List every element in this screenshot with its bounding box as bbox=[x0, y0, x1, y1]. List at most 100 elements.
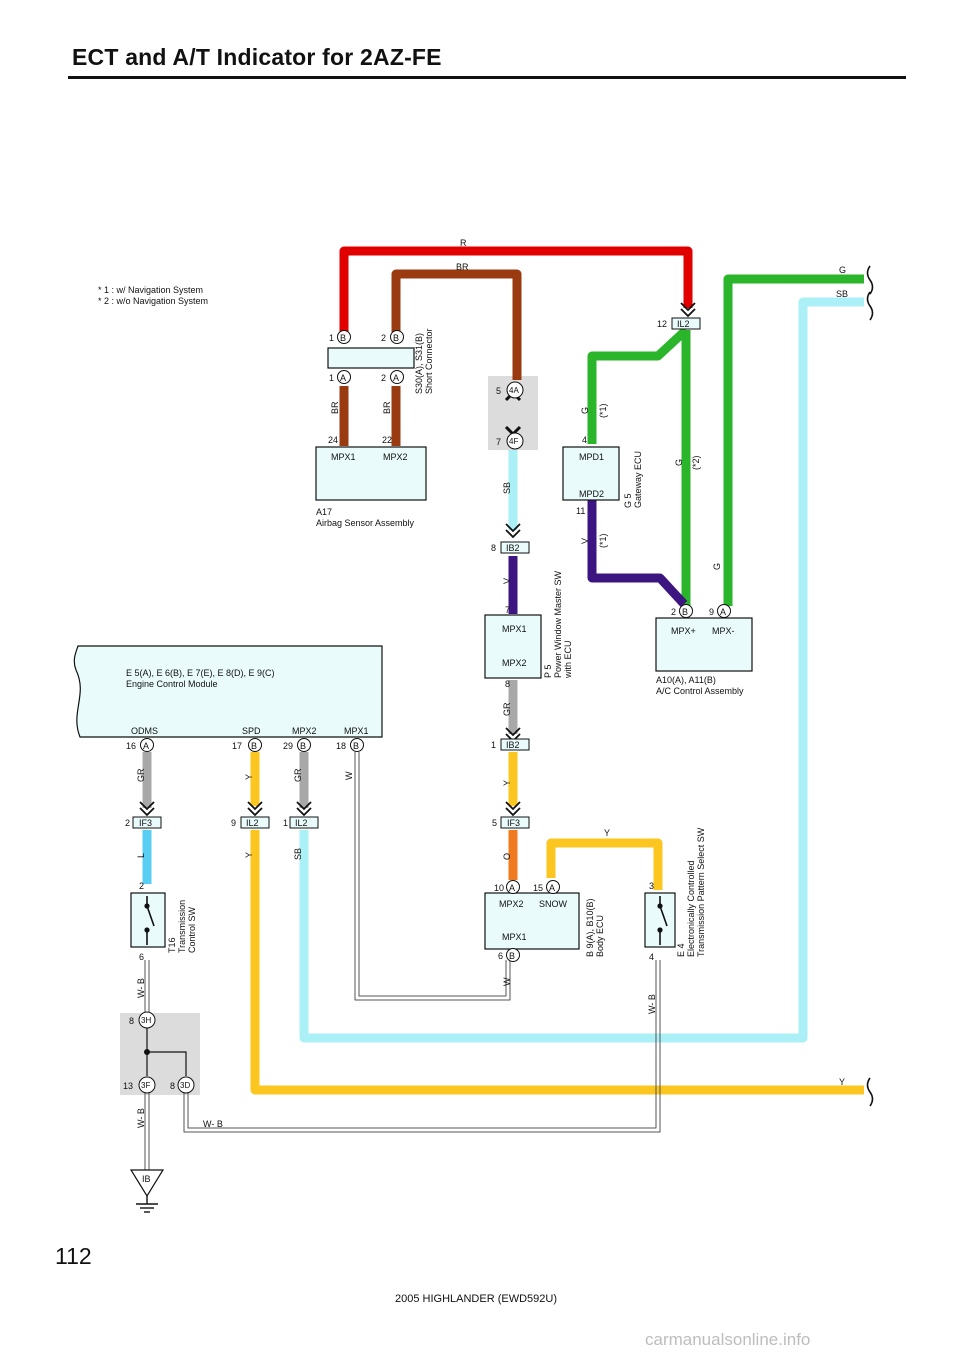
svg-text:IB2: IB2 bbox=[506, 740, 520, 750]
svg-text:2: 2 bbox=[139, 881, 144, 891]
svg-text:MPX1: MPX1 bbox=[502, 932, 527, 942]
svg-text:1: 1 bbox=[283, 818, 288, 828]
svg-text:8: 8 bbox=[505, 679, 510, 689]
gateway-ecu-box bbox=[562, 446, 620, 501]
svg-text:MPX-: MPX- bbox=[712, 626, 735, 636]
vertical-component-labels: S30(A), S31(B) Short Connector G 5 Gatew… bbox=[167, 328, 706, 957]
svg-text:15: 15 bbox=[533, 883, 543, 893]
svg-text:(*1): (*1) bbox=[598, 403, 608, 418]
svg-text:MPX2: MPX2 bbox=[292, 726, 317, 736]
svg-text:MPX1: MPX1 bbox=[344, 726, 369, 736]
ground-triangle bbox=[129, 1169, 165, 1198]
svg-text:V: V bbox=[502, 578, 512, 584]
svg-text:Short Connector: Short Connector bbox=[424, 328, 434, 394]
ground-icon bbox=[136, 1196, 158, 1213]
svg-text:S30(A), S31(B): S30(A), S31(B) bbox=[414, 333, 424, 394]
svg-text:IL2: IL2 bbox=[295, 818, 308, 828]
svg-text:A: A bbox=[720, 607, 726, 617]
power-window-box bbox=[484, 614, 542, 679]
svg-text:MPX2: MPX2 bbox=[499, 899, 524, 909]
connector-tags: IL2 IB2 IB2 IF3 IL2 IL2 IF3 bbox=[132, 317, 701, 829]
svg-text:A10(A), A11(B): A10(A), A11(B) bbox=[656, 675, 716, 685]
svg-text:18: 18 bbox=[336, 741, 346, 751]
svg-text:BR: BR bbox=[456, 262, 469, 272]
svg-text:24: 24 bbox=[328, 435, 338, 445]
svg-text:16: 16 bbox=[126, 741, 136, 751]
wire-wb-e4 bbox=[183, 960, 661, 1133]
svg-text:Airbag Sensor Assembly: Airbag Sensor Assembly bbox=[316, 518, 415, 528]
wire-g-g5 bbox=[587, 326, 690, 444]
svg-text:4: 4 bbox=[649, 952, 654, 962]
wire-y-snow bbox=[546, 838, 663, 890]
footer-model: 2005 HIGHLANDER (EWD592U) bbox=[395, 1293, 557, 1305]
svg-text:1: 1 bbox=[329, 333, 334, 343]
svg-text:10: 10 bbox=[494, 883, 504, 893]
svg-text:A: A bbox=[393, 373, 399, 383]
svg-text:2: 2 bbox=[125, 818, 130, 828]
svg-text:6: 6 bbox=[139, 952, 144, 962]
svg-text:B: B bbox=[393, 333, 399, 343]
wire-br-top bbox=[391, 269, 522, 380]
ecm-box bbox=[73, 645, 383, 738]
svg-text:V: V bbox=[580, 538, 590, 544]
component-labels: A17 Airbag Sensor Assembly A10(A), A11(B… bbox=[98, 285, 744, 696]
svg-text:4A: 4A bbox=[509, 386, 519, 395]
wire-g-right bbox=[723, 274, 864, 606]
svg-text:W: W bbox=[344, 771, 354, 780]
body-ecu-box bbox=[484, 892, 580, 950]
svg-text:R: R bbox=[460, 238, 467, 248]
t16-switch-box bbox=[130, 892, 166, 948]
svg-text:L: L bbox=[136, 853, 146, 858]
svg-text:IF3: IF3 bbox=[139, 818, 152, 828]
box-pin-names: MPX1 MPX2 MPD1 MPD2 MPX1 MPX2 MPX+ MPX- … bbox=[131, 452, 735, 942]
svg-text:Transmission: Transmission bbox=[177, 900, 187, 953]
ac-control-box bbox=[655, 617, 753, 672]
svg-text:1: 1 bbox=[329, 373, 334, 383]
svg-text:W- B: W- B bbox=[136, 978, 146, 998]
svg-text:Electronically Controlled: Electronically Controlled bbox=[686, 860, 696, 957]
svg-text:MPD1: MPD1 bbox=[579, 452, 604, 462]
svg-text:A/C Control Assembly: A/C Control Assembly bbox=[656, 686, 744, 696]
svg-text:B: B bbox=[509, 951, 515, 961]
svg-text:3H: 3H bbox=[141, 1016, 151, 1025]
wire-w-inner bbox=[358, 752, 507, 997]
svg-text:G: G bbox=[674, 459, 684, 466]
svg-text:A: A bbox=[549, 883, 555, 893]
page-title: ECT and A/T Indicator for 2AZ-FE bbox=[72, 44, 442, 70]
svg-text:5: 5 bbox=[496, 386, 501, 396]
splice-dot bbox=[144, 1049, 150, 1055]
svg-text:B: B bbox=[353, 741, 359, 751]
svg-text:Body ECU: Body ECU bbox=[595, 915, 605, 957]
svg-text:MPX2: MPX2 bbox=[502, 658, 527, 668]
svg-text:13: 13 bbox=[123, 1081, 133, 1091]
wire-w bbox=[354, 752, 511, 1001]
svg-text:* 2 : w/o Navigation System: * 2 : w/o Navigation System bbox=[98, 296, 208, 306]
svg-text:B: B bbox=[251, 741, 257, 751]
svg-text:22: 22 bbox=[382, 435, 392, 445]
svg-text:MPX2: MPX2 bbox=[383, 452, 408, 462]
svg-text:Control SW: Control SW bbox=[187, 906, 197, 953]
svg-text:Y: Y bbox=[604, 828, 610, 838]
svg-text:Y: Y bbox=[839, 1077, 845, 1087]
svg-text:BR: BR bbox=[330, 401, 340, 414]
svg-text:B: B bbox=[300, 741, 306, 751]
svg-text:3D: 3D bbox=[180, 1081, 190, 1090]
svg-text:(*2): (*2) bbox=[691, 455, 701, 470]
svg-text:SB: SB bbox=[502, 482, 512, 494]
svg-text:MPX1: MPX1 bbox=[331, 452, 356, 462]
svg-text:G: G bbox=[580, 407, 590, 414]
svg-text:* 1 : w/ Navigation System: * 1 : w/ Navigation System bbox=[98, 285, 203, 295]
svg-text:Y: Y bbox=[502, 780, 512, 786]
watermark: carmanualsonline.info bbox=[645, 1330, 811, 1349]
svg-text:with ECU: with ECU bbox=[563, 640, 573, 679]
svg-text:7: 7 bbox=[505, 605, 510, 615]
svg-text:6: 6 bbox=[498, 951, 503, 961]
svg-text:A: A bbox=[340, 373, 346, 383]
svg-text:2: 2 bbox=[381, 373, 386, 383]
svg-text:IL2: IL2 bbox=[677, 319, 690, 329]
svg-text:MPD2: MPD2 bbox=[579, 489, 604, 499]
svg-text:G: G bbox=[839, 265, 846, 275]
svg-text:E 5(A), E 6(B), E 7(E), E 8(D): E 5(A), E 6(B), E 7(E), E 8(D), E 9(C) bbox=[126, 668, 275, 678]
wire-r bbox=[339, 246, 693, 332]
